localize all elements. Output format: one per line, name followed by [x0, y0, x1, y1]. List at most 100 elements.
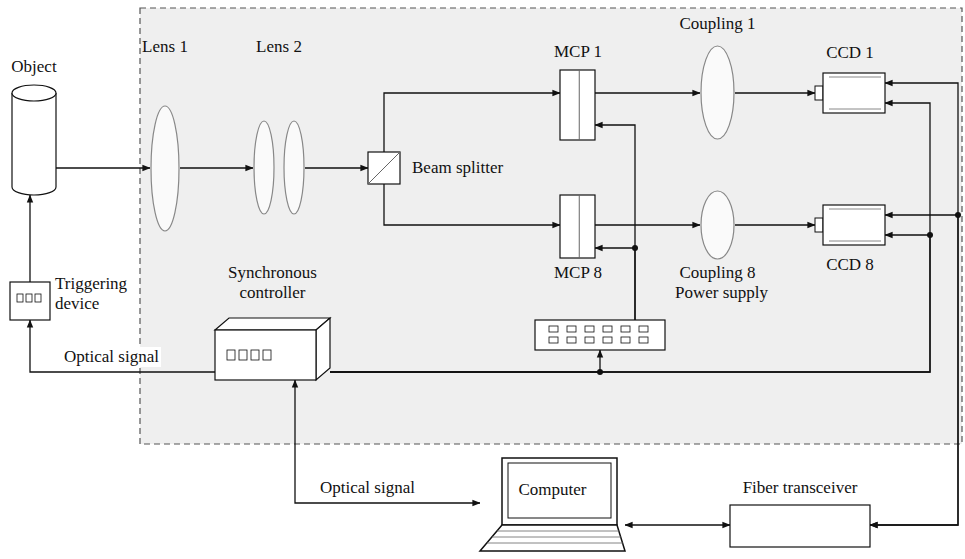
- connector: [330, 103, 930, 372]
- connector: [384, 93, 560, 152]
- mcp-body: [560, 70, 595, 140]
- node-label: Triggering device: [55, 274, 137, 313]
- lens-shape: [150, 105, 180, 232]
- node-label: CCD 1: [815, 43, 885, 63]
- connector: [29, 195, 30, 282]
- controller-port: [263, 350, 271, 360]
- node-label: Lens 1: [125, 37, 205, 57]
- object-cylinder: Object: [12, 85, 56, 195]
- coupling-lens: Coupling 8: [700, 190, 735, 260]
- power-knob: [567, 326, 576, 332]
- lens-outline: [701, 46, 734, 139]
- connector: [735, 92, 815, 93]
- node-label: Fiber transceiver: [725, 478, 875, 498]
- box-outline: [730, 505, 870, 547]
- splitter-face: [368, 152, 400, 184]
- ccd-body: [823, 73, 885, 113]
- connector: [56, 167, 150, 168]
- connector: [595, 224, 700, 225]
- connector: [625, 524, 730, 525]
- power-knob: [585, 337, 594, 343]
- beam-splitter: Beam splitter: [368, 152, 400, 184]
- trigger-box: Triggering device: [10, 282, 50, 320]
- connector: [735, 224, 815, 225]
- cylinder-body: [12, 93, 56, 195]
- controller-box: Synchronous controller: [215, 318, 330, 380]
- ccd-lens: [815, 218, 823, 232]
- controller-port: [227, 350, 235, 360]
- keyboard-row: [492, 537, 621, 538]
- connector: [305, 167, 368, 168]
- object-cylinder-shape: [12, 85, 56, 195]
- ccd-body: [823, 205, 885, 245]
- mcp-intensifier: MCP 8: [560, 195, 595, 258]
- node-label: MCP 1: [548, 42, 608, 62]
- mcp-plate: [579, 195, 580, 258]
- ccd-camera-shape: [815, 205, 885, 245]
- ccd-ridge: [829, 77, 881, 78]
- laptop-screen: [502, 458, 617, 525]
- power-knob: [603, 337, 612, 343]
- connector: [30, 320, 215, 372]
- connector: [295, 380, 480, 503]
- connector: [384, 184, 560, 225]
- node-label: MCP 8: [548, 263, 608, 283]
- lens-outline: [254, 121, 274, 214]
- ccd-ridge: [829, 109, 881, 110]
- controller-box-shape: [215, 318, 330, 380]
- lens-outline: [701, 191, 734, 259]
- connector: [870, 83, 958, 525]
- controller-port: [251, 350, 259, 360]
- connector: [595, 125, 635, 320]
- mcp-intensifier-shape: [560, 70, 595, 140]
- coupling-lens: Coupling 1: [700, 45, 735, 140]
- beam-splitter-shape: [368, 152, 400, 184]
- mcp-intensifier: MCP 1: [560, 70, 595, 140]
- lens-group-shape: [253, 120, 305, 215]
- signal-label: Optical signal: [62, 347, 161, 367]
- trigger-box-shape: [10, 282, 50, 320]
- lens-outline: [284, 121, 304, 214]
- connector: [595, 92, 700, 93]
- connector: [180, 167, 253, 168]
- power-supply-box: Power supply: [535, 320, 665, 350]
- node-label: Coupling 1: [665, 14, 770, 34]
- computer-shape: [480, 458, 625, 551]
- trigger-key: [35, 294, 41, 302]
- laptop-display: [508, 463, 611, 518]
- ccd-camera-shape: [815, 73, 885, 113]
- node-label: Computer: [510, 480, 595, 500]
- connector: [330, 350, 600, 372]
- connector: [870, 215, 958, 525]
- keyboard-row: [487, 543, 623, 544]
- laptop-base: [480, 525, 625, 551]
- trigger-key: [26, 294, 32, 302]
- power-knob: [621, 326, 630, 332]
- coupling-lens-shape: [700, 190, 735, 260]
- power-knob: [639, 337, 648, 343]
- ccd-camera: CCD 1: [815, 73, 885, 113]
- node-label: Coupling 8: [665, 263, 770, 283]
- coupling-lens-shape: [700, 45, 735, 140]
- ccd-ridge: [829, 241, 881, 242]
- splitter-cube: [368, 152, 400, 184]
- power-knob: [603, 326, 612, 332]
- computer: Computer: [480, 458, 625, 551]
- lens-group: Lens 2: [253, 120, 305, 215]
- power-knob: [549, 337, 558, 343]
- connector: [330, 235, 930, 372]
- node-label: Synchronous controller: [215, 263, 330, 302]
- node-label: Power supply: [675, 283, 795, 303]
- power-supply-box-shape: [535, 320, 665, 350]
- controller-port: [239, 350, 247, 360]
- mcp-body: [560, 195, 595, 258]
- keyboard-row: [497, 531, 619, 532]
- node-label: Object: [2, 57, 66, 77]
- trigger-key: [17, 294, 23, 302]
- node-label: CCD 8: [815, 255, 885, 275]
- controller-front: [215, 330, 316, 380]
- power-body: [535, 320, 665, 350]
- cylinder-top: [12, 85, 56, 101]
- ccd-camera: CCD 8: [815, 205, 885, 245]
